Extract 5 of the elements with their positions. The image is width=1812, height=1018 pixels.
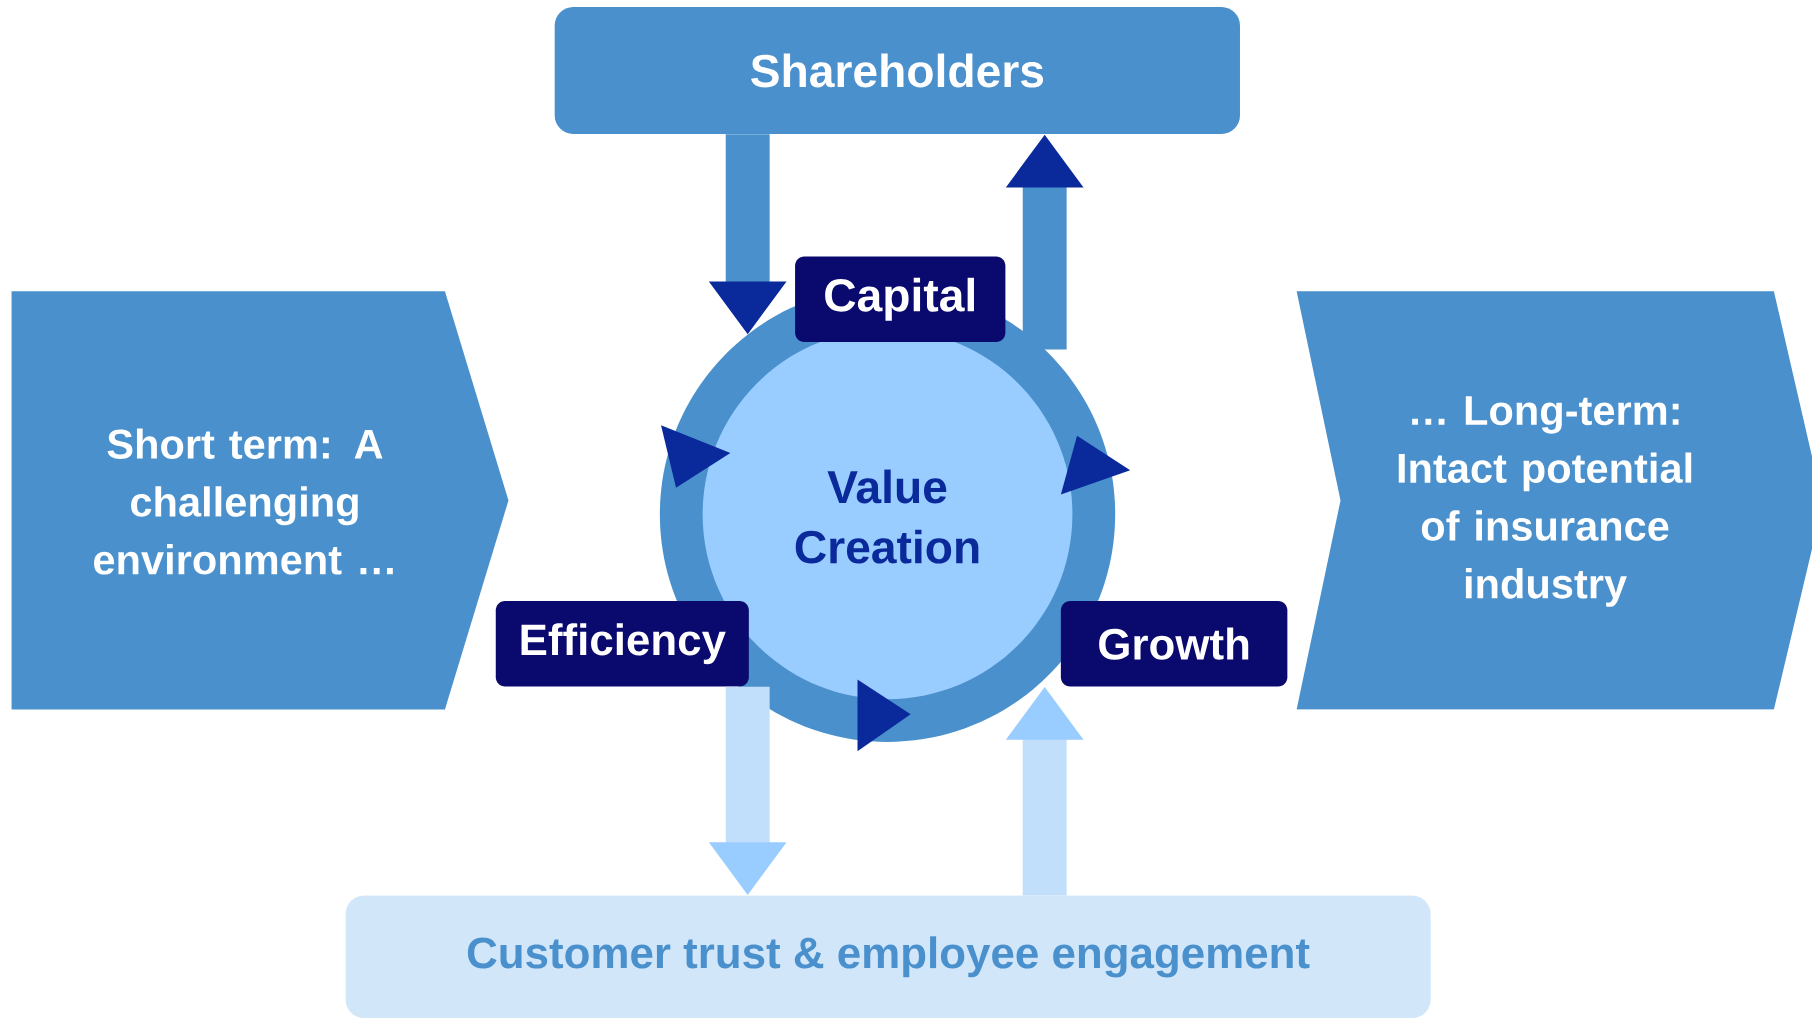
label-box: Growth — [1060, 600, 1288, 687]
label-box: Capital — [795, 256, 1006, 343]
base-box: Customer trust & employee engagement — [345, 895, 1431, 1018]
process-box: Shareholders — [554, 6, 1240, 135]
label-box: Efficiency — [495, 600, 749, 687]
